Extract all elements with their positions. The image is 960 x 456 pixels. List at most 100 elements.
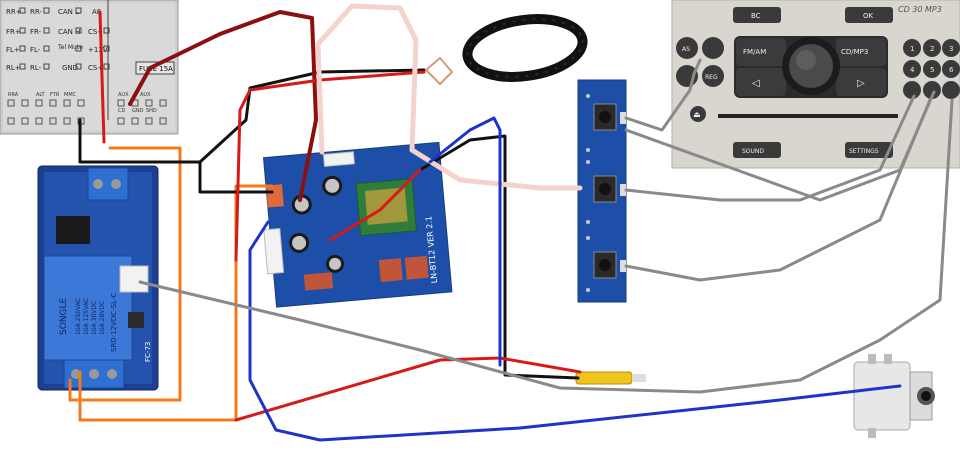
relay-part-number: SRD-12VDC-SL-C [110, 293, 118, 352]
wire-blue [428, 116, 502, 367]
capacitor [404, 255, 429, 280]
wire-blue [248, 220, 902, 442]
relay-brand: SONGLE [59, 297, 69, 335]
capacitor [378, 258, 403, 282]
wire-red [98, 10, 106, 144]
pin-label: RL- [30, 64, 42, 72]
wire-gray [624, 90, 936, 202]
fuse-label: FUSE 15A [139, 65, 173, 73]
round-button[interactable] [702, 37, 724, 59]
wires [68, 3, 954, 442]
settings-button[interactable] [845, 142, 893, 158]
pin-group-label: SHD [146, 108, 157, 114]
optocoupler-chip [56, 216, 90, 244]
audio-connector [263, 228, 285, 275]
eject-button[interactable] [690, 106, 706, 122]
power-connector [265, 184, 284, 208]
pin-label: RR+ [6, 8, 22, 16]
reg-button-label: REG [705, 74, 718, 81]
capacitor [303, 272, 334, 291]
ok-button-label: OK [863, 12, 874, 20]
audio-jack-3-5mm [853, 354, 935, 438]
sound-button[interactable] [733, 142, 781, 158]
pin-label: +12V [88, 46, 108, 54]
preset-label: 5 [930, 66, 934, 74]
seek-right-icon: ▷ [857, 78, 865, 89]
preset-button[interactable] [903, 81, 921, 99]
as-button[interactable] [676, 37, 698, 59]
wire-twist [425, 57, 453, 85]
sound-label: SOUND [742, 148, 764, 155]
relay-model-label: FC-73 [144, 342, 152, 362]
relay-reset-switch[interactable] [128, 312, 144, 328]
pin-group-label: MMC [64, 92, 77, 98]
pin-label: RR- [30, 8, 42, 16]
seek-right-button[interactable] [836, 68, 886, 96]
preset-label: 6 [949, 66, 954, 74]
rca-plug [575, 371, 646, 385]
reg-button[interactable] [702, 65, 724, 87]
pin-label: Tel Mute [57, 44, 83, 51]
pin-label: FR+ [6, 28, 21, 36]
fm-am-label: FM/AM [743, 48, 766, 56]
cd-mp3-label: CD/MP3 [841, 48, 868, 56]
bc-button[interactable] [733, 7, 781, 23]
white-connector [119, 265, 149, 293]
seek-left-icon: ◁ [752, 78, 760, 89]
wire-red [328, 168, 422, 242]
eject-icon: ⏏ [693, 110, 701, 119]
seek-left-button[interactable] [736, 68, 786, 96]
preset-button-1[interactable] [903, 39, 921, 57]
preset-label: 2 [930, 45, 934, 53]
pin-label: FL- [30, 46, 41, 54]
top-connector [322, 151, 355, 167]
fuse-box [135, 61, 175, 75]
led-strip-coil [462, 14, 588, 82]
pin-label: CAN H [58, 28, 80, 36]
pin-label: A6 [92, 8, 102, 16]
pin-group-label: FTR [50, 92, 60, 98]
wire-red [234, 70, 426, 262]
wire-black [198, 68, 426, 164]
pin-group-label: CD [118, 108, 125, 114]
wire-gray [624, 58, 702, 132]
pin-group-label: RRA [8, 92, 19, 98]
preset-label: 3 [949, 45, 953, 53]
preset-button-2[interactable] [923, 39, 941, 57]
pin-label: FR- [30, 28, 42, 36]
radio-faceplate-cd30: CD 30 MP3 BC OK AS REG ⏏ FM/AM CD/MP3 ◁ … [671, 0, 960, 169]
as-button-label: AS [682, 46, 690, 53]
relay-rating: 10A 30VDC [91, 301, 98, 335]
pin-label: GND [62, 64, 78, 72]
preset-button-4[interactable] [903, 60, 921, 78]
preset-button-3[interactable] [942, 39, 960, 57]
cd-mp3-button[interactable] [836, 38, 886, 66]
pin-label: FL+ [6, 46, 20, 54]
preset-button-6[interactable] [942, 60, 960, 78]
fm-am-button[interactable] [736, 38, 786, 66]
wire-gray [624, 98, 932, 282]
pin-label: CAN L [58, 8, 79, 16]
preset-label: 1 [910, 45, 914, 53]
preset-button-5[interactable] [923, 60, 941, 78]
bc-button-label: BC [751, 12, 761, 20]
pin-label: CS+ [88, 64, 103, 72]
wire-gray [624, 94, 916, 202]
preset-button[interactable] [942, 81, 960, 99]
settings-label: SETTINGS [849, 148, 879, 155]
pin-label: CS- [88, 28, 100, 36]
pin-label: RL+ [6, 64, 21, 72]
wire-white [315, 3, 419, 155]
radio-model-label: CD 30 MP3 [898, 5, 942, 14]
ok-button[interactable] [845, 7, 893, 23]
wire-orange [68, 146, 182, 402]
pin-group-label: AUX [118, 92, 129, 98]
wire-dark-red [128, 10, 318, 202]
wire-gray [138, 98, 954, 394]
wire-red [234, 356, 582, 422]
relay-rating: 10A 250VAC [75, 298, 82, 335]
preset-button[interactable] [923, 81, 941, 99]
relay-rating: 10A 125VAC [83, 298, 90, 335]
pin-group-label: AUX [140, 92, 151, 98]
